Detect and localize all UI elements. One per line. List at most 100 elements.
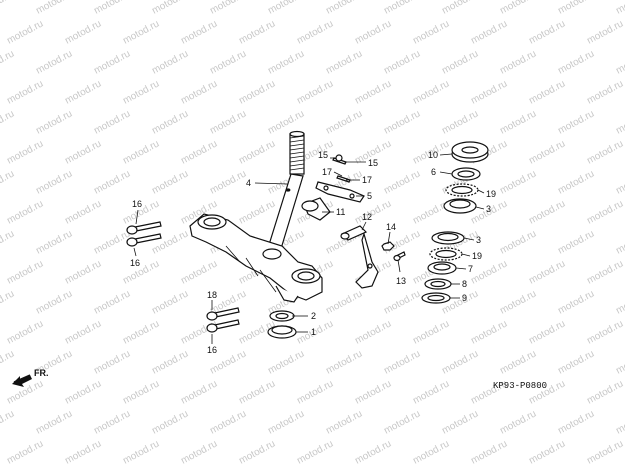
watermark-text: motod.ru (295, 438, 335, 466)
watermark-text: motod.ru (411, 438, 451, 466)
pinch-bolts-lower (206, 307, 240, 333)
watermark-text: motod.ru (179, 78, 219, 106)
watermark-text: motod.ru (179, 258, 219, 286)
watermark-text: motod.ru (150, 0, 190, 17)
watermark-text: motod.ru (121, 378, 161, 406)
watermark-text: motod.ru (5, 438, 45, 466)
watermark-text: motod.ru (527, 318, 567, 346)
watermark-text: motod.ru (614, 408, 625, 436)
watermark-text: motod.ru (440, 348, 480, 376)
callout-16: 16 (207, 345, 217, 355)
watermark-text: motod.ru (614, 48, 625, 76)
watermark-text: motod.ru (556, 108, 596, 136)
watermark-text: motod.ru (585, 18, 625, 46)
watermark-text: motod.ru (150, 228, 190, 256)
bearing-stack-upper (443, 141, 489, 214)
watermark-text: motod.ru (92, 168, 132, 196)
nut-and-bolt (381, 241, 406, 262)
watermark-text: motod.ru (208, 0, 248, 17)
callout-6: 6 (431, 167, 436, 177)
callout-5: 5 (367, 191, 372, 201)
watermark-text: motod.ru (92, 228, 132, 256)
watermark-text: motod.ru (411, 378, 451, 406)
watermark-text: motod.ru (324, 48, 364, 76)
watermark-text: motod.ru (614, 288, 625, 316)
watermark-text: motod.ru (34, 168, 74, 196)
watermark-text: motod.ru (0, 0, 16, 17)
watermark-text: motod.ru (614, 228, 625, 256)
watermark-text: motod.ru (469, 318, 509, 346)
watermark-text: motod.ru (0, 108, 16, 136)
watermark-text: motod.ru (0, 228, 16, 256)
watermark-text: motod.ru (150, 48, 190, 76)
watermark-text: motod.ru (527, 18, 567, 46)
watermark-text: motod.ru (585, 378, 625, 406)
watermark-text: motod.ru (237, 198, 277, 226)
watermark-text: motod.ru (556, 48, 596, 76)
callout-3: 3 (476, 235, 481, 245)
watermark-text: motod.ru (34, 108, 74, 136)
callout-16: 16 (132, 199, 142, 209)
watermark-text: motod.ru (585, 318, 625, 346)
watermark-text: motod.ru (63, 138, 103, 166)
callout-15: 15 (318, 150, 328, 160)
callout-17: 17 (322, 167, 332, 177)
callout-8: 8 (462, 279, 467, 289)
watermark-text: motod.ru (150, 288, 190, 316)
watermark-text: motod.ru (150, 408, 190, 436)
watermark-text: motod.ru (63, 378, 103, 406)
watermark-text: motod.ru (0, 168, 16, 196)
watermark-text: motod.ru (440, 108, 480, 136)
watermark-text: motod.ru (5, 138, 45, 166)
watermark-text: motod.ru (150, 348, 190, 376)
watermark-text: motod.ru (440, 288, 480, 316)
watermark-text: motod.ru (498, 168, 538, 196)
watermark-text: motod.ru (498, 0, 538, 17)
front-marker: FR. (12, 368, 49, 387)
watermark-text: motod.ru (440, 48, 480, 76)
watermark-text: motod.ru (63, 438, 103, 466)
watermark-text: motod.ru (585, 198, 625, 226)
callout-17: 17 (362, 175, 372, 185)
front-arrow-icon (12, 374, 32, 387)
watermark-text: motod.ru (121, 318, 161, 346)
watermark-text: motod.ru (121, 138, 161, 166)
watermark-text: motod.ru (585, 138, 625, 166)
watermark-text: motod.ru (382, 408, 422, 436)
watermark-text: motod.ru (295, 18, 335, 46)
callout-14: 14 (386, 222, 396, 232)
callout-11: 11 (336, 207, 345, 217)
cable-guide (340, 225, 379, 289)
watermark-text: motod.ru (556, 0, 596, 17)
watermark-text: motod.ru (179, 438, 219, 466)
watermark-text: motod.ru (237, 438, 277, 466)
watermark-text: motod.ru (556, 228, 596, 256)
watermark-text: motod.ru (34, 228, 74, 256)
diagram-code: KP93-P0800 (493, 381, 547, 391)
watermark-text: motod.ru (614, 348, 625, 376)
watermark-text: motod.ru (34, 408, 74, 436)
watermark-text: motod.ru (0, 408, 16, 436)
watermark-text: motod.ru (498, 288, 538, 316)
watermark-text: motod.ru (527, 198, 567, 226)
watermark-text: motod.ru (208, 168, 248, 196)
callout-7: 7 (468, 264, 473, 274)
watermark-text: motod.ru (208, 408, 248, 436)
callout-labels: 1 2 3 3 4 5 6 7 8 9 10 11 12 13 14 15 15… (130, 150, 496, 355)
watermark-text: motod.ru (382, 108, 422, 136)
lock-cushion (301, 197, 331, 221)
watermark-text: motod.ru (469, 258, 509, 286)
watermark-text: motod.ru (556, 288, 596, 316)
watermark-text: motod.ru (92, 108, 132, 136)
watermark-text: motod.ru (121, 18, 161, 46)
watermark-text: motod.ru (179, 318, 219, 346)
watermark-text: motod.ru (411, 318, 451, 346)
watermark-text: motod.ru (63, 258, 103, 286)
watermark-text: motod.ru (237, 378, 277, 406)
watermark-text: motod.ru (527, 438, 567, 466)
watermark-text: motod.ru (585, 78, 625, 106)
watermark-text: motod.ru (266, 348, 306, 376)
watermark-text: motod.ru (556, 348, 596, 376)
watermark-text: motod.ru (382, 0, 422, 17)
